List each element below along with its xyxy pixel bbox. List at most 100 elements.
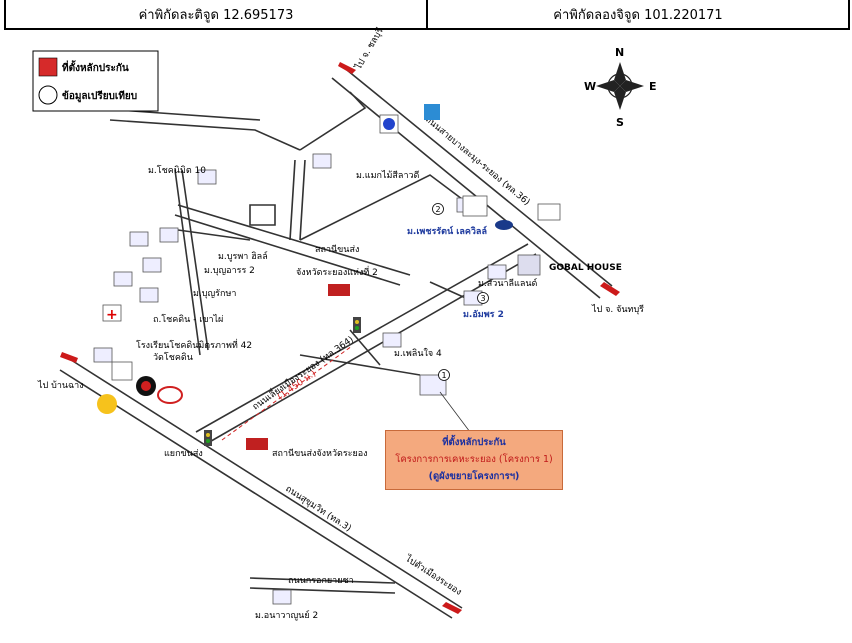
house-icon	[93, 347, 113, 363]
marker-3-label: 3	[481, 294, 486, 303]
shell-logo-icon	[97, 394, 117, 414]
place-maek-mai: ม.แมกไม้สีลาวดี	[356, 170, 420, 181]
house-icon	[272, 589, 292, 605]
road-bottom-2	[249, 587, 396, 594]
arrow-chonburi-icon	[338, 62, 356, 74]
highway-36	[341, 65, 613, 287]
road-choke-din	[174, 169, 201, 356]
place-bus-station2: สถานีขนส่ง	[315, 244, 359, 255]
label-ring-road: ถนนกรอกยายชา	[288, 576, 354, 586]
house-icon	[312, 153, 332, 169]
place-phetcharat: ม.เพชรรัตน์ เลควิลล์	[407, 225, 487, 237]
house-icon	[159, 227, 179, 243]
road-north-3	[299, 159, 306, 241]
house-icon	[142, 257, 162, 273]
project-callout: ที่ตั้งหลักประกัน โครงการการเคหะระยอง (โ…	[385, 430, 563, 490]
house-icon	[113, 271, 133, 287]
legend-comparable-icon	[38, 85, 58, 105]
place-yaek-khonsong: แยกขนส่ง	[164, 449, 203, 459]
road-phloen-chai-2	[349, 329, 381, 366]
road-diag-2	[174, 214, 401, 286]
traffic-light-dot-icon	[206, 433, 210, 437]
place-temple: วัดโชคดิน	[153, 352, 193, 363]
callout-pointer	[439, 391, 471, 433]
legend-site-icon	[38, 57, 58, 77]
gas-logo-icon	[383, 118, 395, 130]
legend-comparable-label: ข้อมูลเปรียบเทียบ	[62, 90, 137, 103]
hospital-icon	[102, 304, 122, 322]
coordinates-bar: ค่าพิกัดละติจูด 12.695173 ค่าพิกัดลองจิจ…	[4, 0, 850, 30]
arrow-rayong-city-icon	[442, 602, 462, 614]
place-bus-station2b: จังหวัดระยองแห่งที่ 2	[296, 265, 378, 278]
callout-project: โครงการการเคหะระยอง (โครงการ 1)	[395, 454, 553, 465]
place-bus-station: สถานีขนส่งจังหวัดระยอง	[272, 448, 368, 459]
marker-1	[438, 369, 450, 381]
label-to-chonburi: ไป จ. ชลบุรี	[353, 26, 386, 73]
toyota-logo-icon	[157, 386, 183, 404]
road-364-edge	[205, 253, 537, 445]
place-choke-din: ถ.โชคดิน - เขาไผ่	[153, 314, 223, 325]
house-icon	[129, 231, 149, 247]
place-school: โรงเรียนโชคดินมิตรภาพที่ 42	[136, 338, 252, 351]
road-left-1	[177, 229, 251, 241]
arrow-ban-chang-icon	[60, 352, 78, 363]
traffic-light-icon	[353, 317, 361, 333]
place-amphon: ม.อัมพร 2	[463, 309, 504, 320]
distance-line	[221, 345, 353, 441]
compass-s: S	[616, 116, 624, 129]
traffic-light-dot-icon	[355, 326, 359, 330]
road-north-2	[289, 159, 296, 241]
label-highway36: ถนนสายบางละมุง-ระยอง (ทล.36)	[423, 115, 531, 208]
place-bunrakkha: ม.บุญรักษา	[193, 289, 236, 299]
place-suan-na: ม.สวนาลีแลนด์	[478, 277, 538, 289]
road-west-1	[109, 119, 301, 151]
road-phloen-chai	[299, 354, 421, 376]
place-burapha: ม.บูรพา ฮิลล์	[218, 250, 268, 262]
marker-2	[432, 203, 444, 215]
sukhumvit-road-edge	[59, 369, 453, 619]
house-icon	[382, 332, 402, 348]
road-sq	[249, 204, 276, 226]
road-right-1	[429, 281, 471, 301]
traffic-light-dot-icon	[355, 320, 359, 324]
roads	[59, 65, 613, 619]
bus-icon	[246, 438, 268, 450]
place-phloen-chai: ม.เพลินใจ 4	[394, 348, 442, 359]
road-bottom	[249, 577, 396, 584]
compass-rose: N S W E	[584, 46, 657, 129]
globalhouse-icon	[517, 254, 541, 276]
house-icon	[197, 169, 217, 185]
compass-n: N	[615, 46, 624, 59]
ptt-logo-icon	[424, 104, 440, 120]
road-west-2	[117, 109, 261, 121]
place-chok-nimit: ม.โชคนิมิต 10	[148, 165, 206, 176]
road-choke-din-2	[181, 169, 209, 351]
house-icon	[419, 374, 447, 396]
marker-1-label: 1	[442, 371, 447, 380]
road-364	[195, 243, 529, 433]
marker-2-label: 2	[436, 205, 441, 214]
building-icon	[462, 195, 488, 217]
house-icon	[487, 264, 507, 280]
latitude-cell: ค่าพิกัดละติจูด 12.695173	[6, 0, 428, 28]
traffic-light-icon	[204, 430, 212, 446]
bus-icon	[328, 284, 350, 296]
legend-site-label: ที่ตั้งหลักประกัน	[62, 60, 129, 74]
place-anawatyu: ม.อนาวาญูนย์ 2	[255, 609, 318, 621]
house-icon	[139, 287, 159, 303]
ford-logo-icon	[495, 220, 513, 230]
label-road364: ถนนเลี่ยงเมืองระยอง (ทล.364)	[249, 332, 356, 412]
callout-title: ที่ตั้งหลักประกัน	[442, 437, 506, 448]
hospital-cross-icon: +	[106, 307, 118, 323]
label-sukhumvit: ถนนสุขุมวิท (ทล.3)	[283, 483, 353, 534]
road-north-1	[299, 91, 367, 151]
shop-icon	[537, 203, 561, 221]
marker-3	[477, 292, 489, 304]
brand-logo-inner-icon	[141, 381, 151, 391]
longitude-cell: ค่าพิกัดลองจิจูด 101.220171	[553, 7, 723, 23]
road-diag-1	[177, 204, 411, 276]
compass-e: E	[649, 80, 657, 93]
temple-icon	[111, 361, 133, 381]
traffic-light-dot-icon	[206, 439, 210, 443]
